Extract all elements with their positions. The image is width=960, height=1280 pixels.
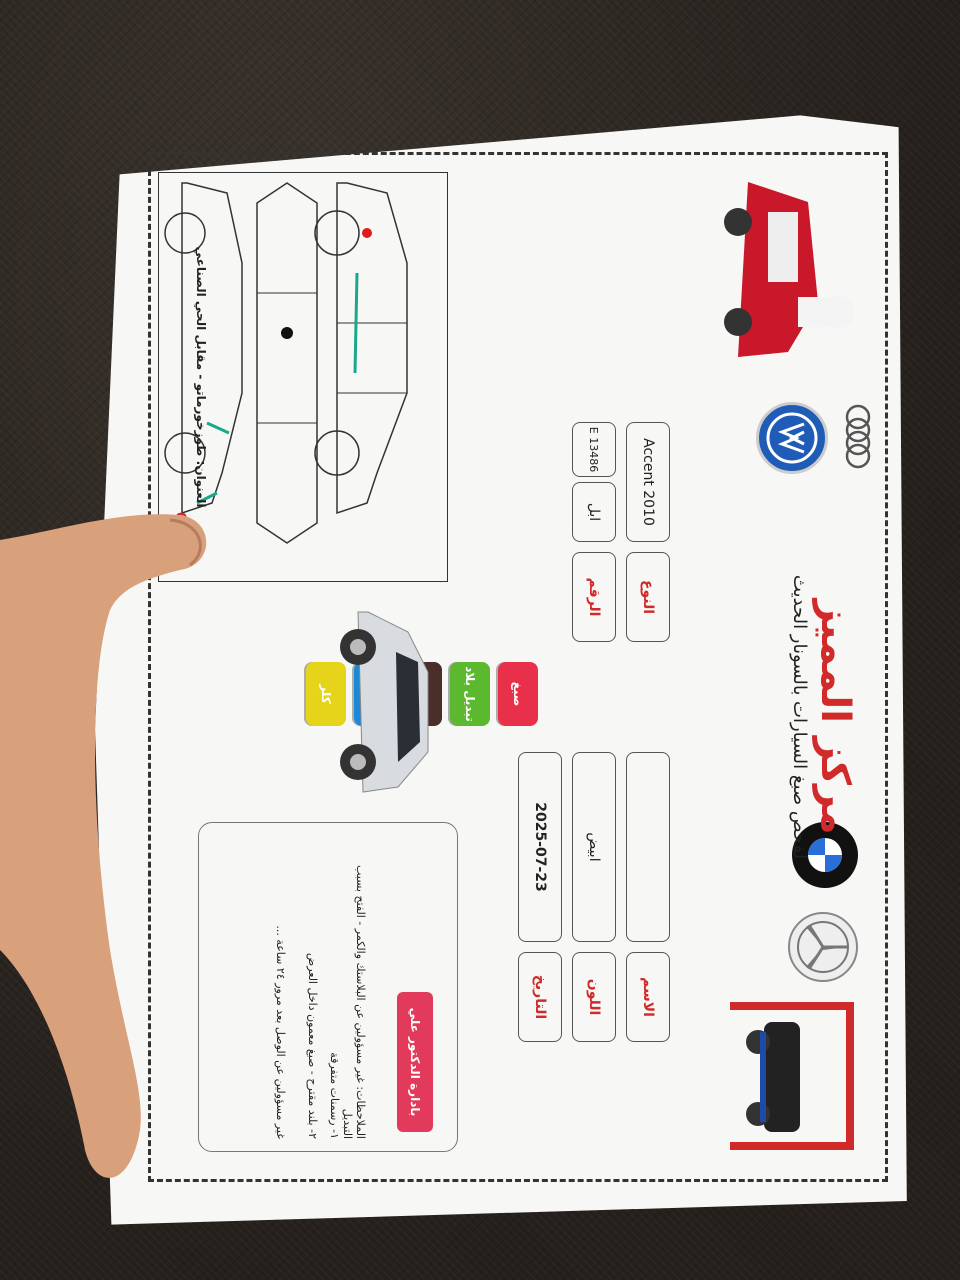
mercedes-star-icon xyxy=(797,921,849,973)
mechanic-illustration xyxy=(724,182,854,357)
type-label: النوع xyxy=(640,579,656,615)
type-label-box: النوع xyxy=(626,552,670,642)
color-label-box: اللون xyxy=(572,952,616,1042)
center-title: مركز المميز xyxy=(812,599,858,835)
notes-line-1: الملاحظات: غير مسؤولين عن البلاستك والكم… xyxy=(341,864,367,1139)
hand-holding-paper xyxy=(0,514,207,1178)
inspection-form: مركز المميز لفحص صبغ السيارات بالسونار ا… xyxy=(148,152,888,1182)
color-value: ابيض xyxy=(586,832,602,862)
name-field[interactable] xyxy=(626,752,670,942)
bmw-logo xyxy=(792,822,858,888)
car-diagram xyxy=(164,182,408,544)
name-label-box: الاسم xyxy=(626,952,670,1042)
side-view-right xyxy=(164,182,243,515)
notes-line-4: غير مسؤولين عن الوصل بعد مرور ٢٤ ساعة ..… xyxy=(274,925,287,1139)
audi-logo xyxy=(845,404,871,469)
number-label-box: الرقم xyxy=(572,552,616,642)
top-view xyxy=(256,182,318,544)
notes-line-3: ٢- بلند مقترح - صبغ معمون داخل العرض xyxy=(306,952,319,1139)
number-field[interactable]: E 13486 xyxy=(572,422,616,477)
car-diagram-frame xyxy=(158,172,448,582)
name-label: الاسم xyxy=(640,977,656,1017)
color-field[interactable]: ابيض xyxy=(572,752,616,942)
legend-item-0: صبغ xyxy=(498,662,538,726)
bmw-roundel-icon xyxy=(799,829,851,881)
color-label: اللون xyxy=(586,978,602,1016)
date-field[interactable]: 2025-07-23 xyxy=(518,752,562,942)
date-label-box: التاريخ xyxy=(518,952,562,1042)
city-value: ابل xyxy=(586,502,602,522)
vw-icon xyxy=(766,412,818,464)
mercedes-logo xyxy=(788,912,858,982)
notes-line-2: ١- رسمنات متفرقة xyxy=(328,1052,341,1139)
car-photo xyxy=(340,611,429,793)
type-field[interactable]: Accent 2010 xyxy=(626,422,670,542)
number-label: الرقم xyxy=(586,577,602,617)
center-subtitle: لفحص صبغ السيارات بالسونار الحديث xyxy=(789,574,810,860)
side-view-left xyxy=(314,182,408,515)
volkswagen-logo xyxy=(756,402,828,474)
lift-illustration xyxy=(730,1002,854,1150)
date-value: 2025-07-23 xyxy=(532,802,548,892)
date-label: التاريخ xyxy=(532,974,548,1020)
number-value: E 13486 xyxy=(587,426,601,473)
city-field[interactable]: ابل xyxy=(572,482,616,542)
type-value: Accent 2010 xyxy=(640,438,656,526)
manager-badge: بادارة الدكتور علي xyxy=(397,992,433,1132)
